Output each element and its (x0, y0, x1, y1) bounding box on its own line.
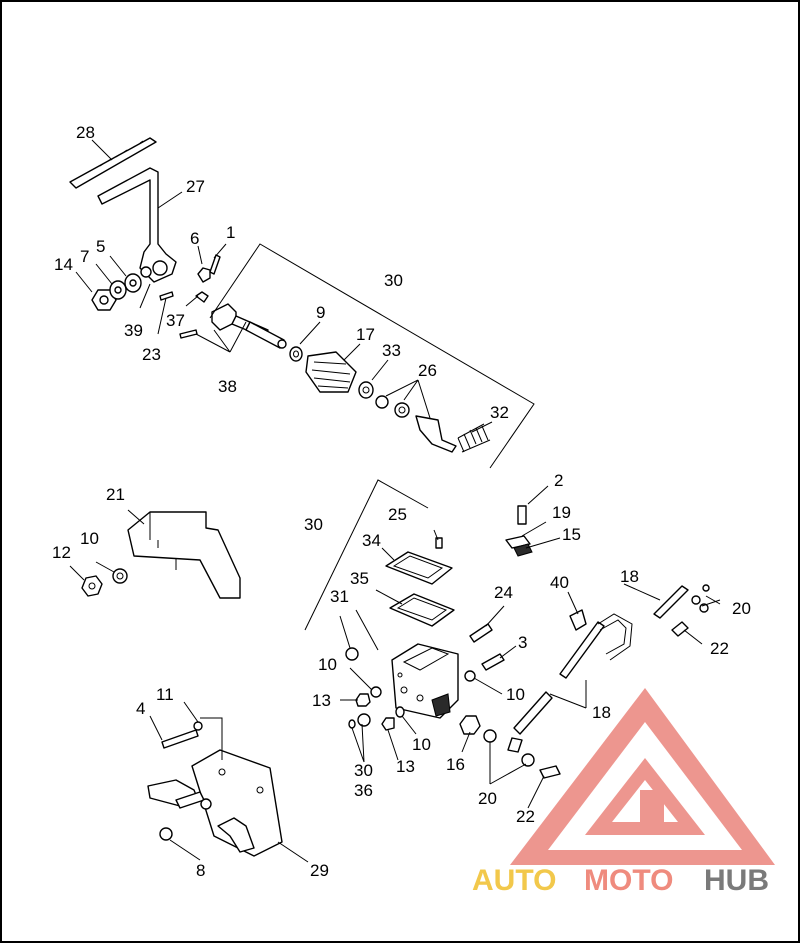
callout-14: 14 (54, 255, 73, 274)
callout-11: 11 (156, 685, 174, 704)
callout-10-a: 10 (80, 529, 99, 548)
callout-25: 25 (388, 505, 407, 524)
callout-31: 31 (330, 587, 349, 606)
callout-36: 36 (354, 781, 373, 800)
callout-10-d: 10 (412, 735, 431, 754)
callout-22-upper: 22 (710, 639, 729, 658)
callout-39: 39 (124, 321, 143, 340)
callout-18-lower: 18 (592, 703, 611, 722)
spring (457, 423, 491, 453)
callout-13-a: 13 (312, 691, 331, 710)
master-cylinder-body (304, 479, 476, 731)
callout-8: 8 (196, 861, 205, 880)
callout-16: 16 (446, 755, 465, 774)
brand-hub: HUB (704, 864, 769, 897)
callout-labels: 28 27 6 1 14 7 5 30 9 17 37 39 23 33 26 … (52, 123, 751, 880)
brake-line (459, 584, 710, 779)
callout-30-upper: 30 (384, 271, 403, 290)
callout-9: 9 (316, 303, 325, 322)
callout-1: 1 (226, 223, 235, 242)
kit-bracket-30-upper (209, 243, 535, 469)
mounting-bracket (147, 717, 283, 857)
callout-13-b: 13 (396, 757, 415, 776)
callout-6: 6 (190, 229, 199, 248)
callout-23: 23 (142, 345, 161, 364)
master-cylinder-internals (289, 346, 491, 453)
callout-20-upper: 20 (732, 599, 751, 618)
callout-7: 7 (80, 247, 89, 266)
leader-lines (69, 139, 721, 863)
callout-34: 34 (362, 531, 381, 550)
callout-10-c: 10 (506, 685, 525, 704)
callout-5: 5 (96, 237, 105, 256)
callout-2: 2 (554, 471, 563, 490)
callout-22-lower: 22 (516, 807, 535, 826)
brand-moto: MOTO (584, 864, 673, 897)
callout-30-lower: 30 (354, 761, 373, 780)
callout-3: 3 (518, 633, 527, 652)
callout-4: 4 (136, 699, 145, 718)
callout-18-upper: 18 (620, 567, 639, 586)
callout-33: 33 (382, 341, 401, 360)
callout-12: 12 (52, 543, 71, 562)
callout-28: 28 (76, 123, 95, 142)
callout-32: 32 (490, 403, 509, 422)
brand-auto: AUTO (472, 864, 556, 897)
callout-38: 38 (218, 377, 237, 396)
callout-27: 27 (186, 177, 205, 196)
callout-35: 35 (350, 569, 369, 588)
brake-pedal-assembly (69, 137, 287, 349)
callout-40: 40 (550, 573, 569, 592)
callout-24: 24 (494, 583, 513, 602)
automotohub-logo (510, 688, 775, 865)
fasteners-right (469, 505, 533, 671)
callout-26: 26 (418, 361, 437, 380)
cover-assembly (81, 511, 241, 599)
callout-10-b: 10 (318, 655, 337, 674)
callout-17: 17 (356, 325, 375, 344)
automotohub-wordmark: AUTO MOTO HUB (472, 864, 769, 897)
callout-29: 29 (310, 861, 329, 880)
callout-19: 19 (552, 503, 571, 522)
callout-21: 21 (106, 485, 125, 504)
callout-30-middle: 30 (304, 515, 323, 534)
callout-15: 15 (562, 525, 581, 544)
callout-20-lower: 20 (478, 789, 497, 808)
callout-37: 37 (166, 311, 185, 330)
